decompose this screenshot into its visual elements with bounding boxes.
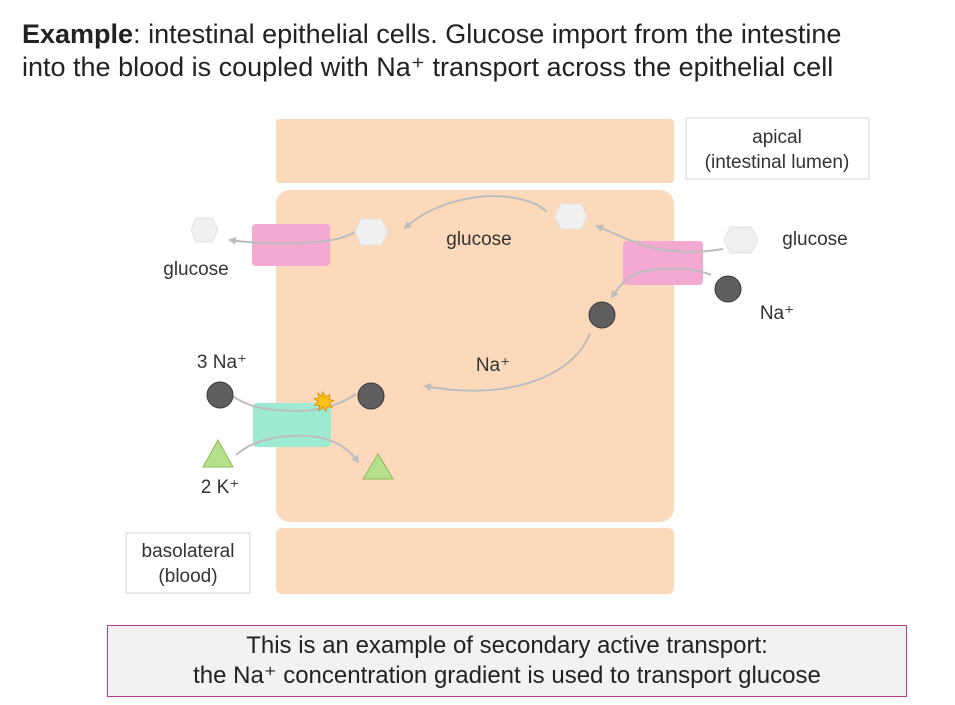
basolateral-label-box [125,532,251,594]
basolateral-sublabel: (blood) [158,566,217,587]
sodium-icon [714,275,742,303]
apical-label: apical [752,127,802,148]
arrow-na-entry [610,267,712,299]
blood-region [276,528,674,594]
apical-label-box [685,117,870,180]
arrow-glucose-exit [228,231,356,245]
summary-note: This is an example of secondary active t… [107,625,907,697]
arrow-k-entry [235,434,360,464]
atp-burst-icon [312,390,336,413]
sglt-symporter [623,241,703,285]
apical-lumen-region [276,119,674,183]
summary-line2: the Na⁺ concentration gradient is used t… [193,662,821,689]
arrow-na-exit [224,389,357,412]
sodium-label-lumen: Na⁺ [760,303,794,324]
potassium-icon [362,453,394,480]
glucose-label-blood: glucose [163,259,229,280]
summary-line1: This is an example of secondary active t… [246,632,768,659]
glucose-icon [554,203,588,230]
potassium-icon [202,438,234,468]
arrow-glucose-entry [595,224,724,253]
glucose-icon [723,226,759,254]
title-rest: : intestinal epithelial cells. Glucose i… [133,19,842,49]
title-line2: into the blood is coupled with Na⁺ trans… [22,52,834,82]
glucose-label-cell: glucose [446,229,512,250]
basolateral-label: basolateral [142,541,235,562]
three-sodium-label: 3 Na⁺ [197,352,247,373]
glucose-icon [354,218,389,246]
title-bold: Example [22,19,134,49]
arrow-na-diffusion [423,332,591,392]
glucose-icon [190,217,219,243]
epithelial-cell [276,190,674,522]
glucose-uniporter [252,224,330,266]
sodium-label-cell: Na⁺ [476,355,510,376]
sodium-icon [588,301,616,329]
arrow-glucose-diffusion [403,195,548,230]
apical-sublabel: (intestinal lumen) [705,152,850,173]
slide-title: Example: intestinal epithelial cells. Gl… [22,18,942,84]
two-potassium-label: 2 K⁺ [201,477,240,498]
glucose-label-lumen: glucose [782,229,848,250]
sodium-icon [206,381,234,409]
sodium-icon [357,382,385,410]
